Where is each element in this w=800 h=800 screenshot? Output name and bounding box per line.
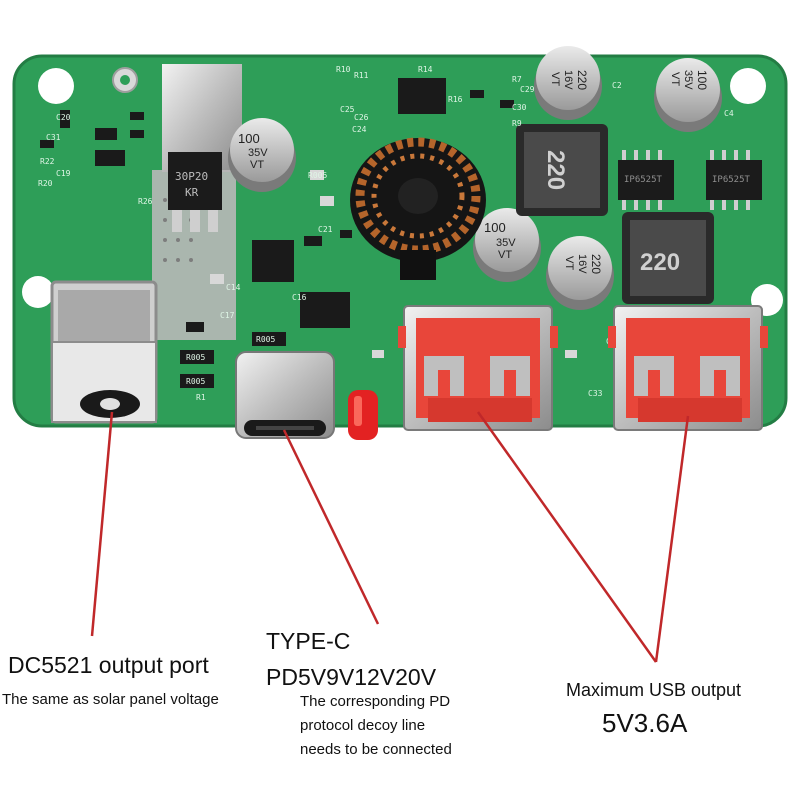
- svg-text:R20: R20: [38, 179, 53, 188]
- capacitor-100-35v-mid: 100 35V VT: [473, 208, 541, 282]
- svg-text:C17: C17: [220, 311, 235, 320]
- svg-text:220: 220: [640, 249, 680, 276]
- svg-text:16V: 16V: [562, 70, 574, 90]
- svg-text:R005: R005: [308, 171, 327, 180]
- pointer-line-dc: [90, 411, 114, 637]
- capacitor-100-35v-top: 100 35V VT: [654, 58, 722, 132]
- mounting-hole-icon: [38, 68, 74, 104]
- dc5521-port: [50, 280, 158, 424]
- svg-text:220: 220: [542, 150, 569, 190]
- capacitor-220-16v-mid: 220 16V VT: [546, 236, 614, 310]
- svg-text:R7: R7: [512, 75, 522, 84]
- pointer-line-usb1: [476, 411, 658, 663]
- svg-text:R10: R10: [336, 65, 351, 74]
- svg-text:R005: R005: [186, 377, 205, 386]
- svg-text:VT: VT: [563, 256, 575, 270]
- typec-note-line-3: needs to be connected: [300, 741, 452, 758]
- svg-text:R11: R11: [354, 71, 369, 80]
- capacitor-220-16v-top: 220 16V VT: [534, 46, 602, 120]
- typec-note-line-1: The corresponding PD: [300, 693, 451, 710]
- regulator-label: 30P20: [175, 170, 208, 183]
- svg-text:R9: R9: [512, 119, 522, 128]
- svg-text:35V: 35V: [496, 237, 516, 249]
- svg-text:16V: 16V: [576, 254, 588, 274]
- svg-text:220: 220: [589, 254, 603, 274]
- regulator-chip: [168, 152, 222, 210]
- ic-chip-1: IP6525T: [618, 150, 674, 210]
- svg-text:R14: R14: [418, 65, 433, 74]
- svg-text:IP6525T: IP6525T: [712, 175, 751, 185]
- svg-text:220: 220: [575, 70, 589, 90]
- dc-port-title: DC5521 output port: [8, 652, 209, 678]
- svg-text:C31: C31: [46, 133, 61, 142]
- usb-a-port-1: [398, 305, 558, 431]
- dc-port-subtitle: The same as solar panel voltage: [2, 691, 219, 708]
- usb-a-port-2: [608, 305, 768, 431]
- svg-text:R005: R005: [186, 353, 205, 362]
- svg-text:100: 100: [238, 131, 260, 146]
- red-led: [348, 390, 378, 440]
- svg-text:C21: C21: [318, 225, 333, 234]
- svg-text:C20: C20: [56, 113, 71, 122]
- usb-c-port: [235, 351, 335, 439]
- svg-text:100: 100: [484, 220, 506, 235]
- inductor-top: 220: [516, 124, 608, 216]
- pointer-line-typec: [282, 429, 380, 625]
- svg-text:VT: VT: [669, 72, 681, 86]
- svg-text:VT: VT: [498, 249, 512, 261]
- svg-text:R16: R16: [448, 95, 463, 104]
- svg-text:R22: R22: [40, 157, 55, 166]
- svg-text:C33: C33: [588, 389, 603, 398]
- pointer-line-usb2: [654, 415, 690, 663]
- svg-text:35V: 35V: [248, 147, 268, 159]
- typec-title: TYPE-C: [266, 628, 351, 654]
- svg-text:C30: C30: [512, 103, 527, 112]
- regulator-label-2: KR: [185, 186, 199, 199]
- svg-text:C4: C4: [724, 109, 734, 118]
- svg-text:C19: C19: [56, 169, 71, 178]
- mounting-hole-icon: [730, 68, 766, 104]
- svg-text:C25: C25: [340, 105, 355, 114]
- usb-title: Maximum USB output: [566, 680, 742, 700]
- svg-text:R005: R005: [256, 335, 275, 344]
- svg-text:C16: C16: [292, 293, 307, 302]
- capacitor-100-35v-left: 100 35V VT: [228, 118, 296, 192]
- usb-value: 5V3.6A: [602, 708, 688, 738]
- toroid-inductor: [350, 137, 486, 280]
- svg-text:C24: C24: [352, 125, 367, 134]
- svg-text:VT: VT: [250, 159, 264, 171]
- svg-text:35V: 35V: [682, 70, 694, 90]
- ic-chip-2: IP6525T: [706, 150, 762, 210]
- svg-text:C2: C2: [612, 81, 622, 90]
- mounting-hole-icon: [22, 276, 54, 308]
- svg-text:100: 100: [695, 70, 709, 90]
- svg-text:C29: C29: [520, 85, 535, 94]
- svg-text:VT: VT: [549, 72, 561, 86]
- svg-text:C14: C14: [226, 283, 241, 292]
- svg-text:R26: R26: [138, 197, 153, 206]
- svg-text:R1: R1: [196, 393, 206, 402]
- svg-text:C26: C26: [354, 113, 369, 122]
- typec-voltages: PD5V9V12V20V: [266, 664, 437, 690]
- typec-note-line-2: protocol decoy line: [300, 717, 426, 734]
- svg-text:IP6525T: IP6525T: [624, 175, 663, 185]
- inductor-bottom: 220: [622, 212, 714, 304]
